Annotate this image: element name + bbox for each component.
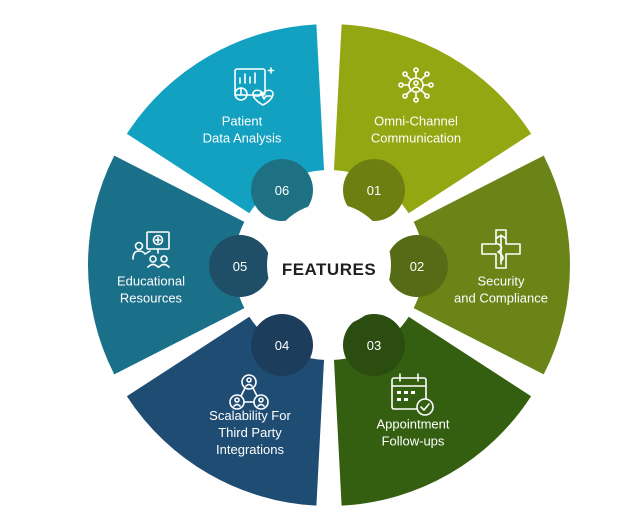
segment-label-line: Omni-Channel [374, 114, 458, 129]
number-badge-04: 04 [251, 314, 313, 376]
segment-label-line: Appointment [377, 417, 450, 432]
segment-label-line: Communication [371, 131, 461, 146]
segment-label-line: Security [478, 274, 525, 289]
center-hub [267, 203, 391, 327]
team-network-icon [229, 374, 269, 410]
segment-number: 06 [275, 183, 289, 198]
number-badge-03: 03 [343, 314, 405, 376]
segment-02 [413, 155, 570, 375]
segment-label-line: Integrations [216, 442, 284, 457]
segment-label-line: Scalability For [209, 408, 291, 423]
segment-label-line: Educational [117, 274, 185, 289]
segment-number: 02 [410, 259, 424, 274]
center-title: FEATURES [282, 260, 376, 279]
segment-number: 03 [367, 338, 381, 353]
number-badge-01: 01 [343, 159, 405, 221]
segment-label-line: Data Analysis [203, 131, 282, 146]
segment-label-line: Third Party [218, 425, 282, 440]
segment-number: 05 [233, 259, 247, 274]
segment-number: 04 [275, 338, 289, 353]
number-badge-05: 05 [209, 235, 271, 297]
segment-label-line: Resources [120, 291, 183, 306]
presentation-board-icon [132, 231, 170, 268]
number-badge-06: 06 [251, 159, 313, 221]
segment-label-line: Patient [222, 114, 263, 129]
segment-label-line: and Compliance [454, 291, 548, 306]
medical-caduceus-icon [481, 229, 521, 269]
network-hub-icon [398, 67, 434, 103]
calendar-check-icon [391, 373, 434, 416]
segment-label-line: Follow-ups [382, 434, 445, 449]
health-analytics-icon [234, 67, 275, 106]
segment-label-02: Security and Compliance [454, 274, 548, 306]
segment-number: 01 [367, 183, 381, 198]
number-badge-02: 02 [386, 235, 448, 297]
